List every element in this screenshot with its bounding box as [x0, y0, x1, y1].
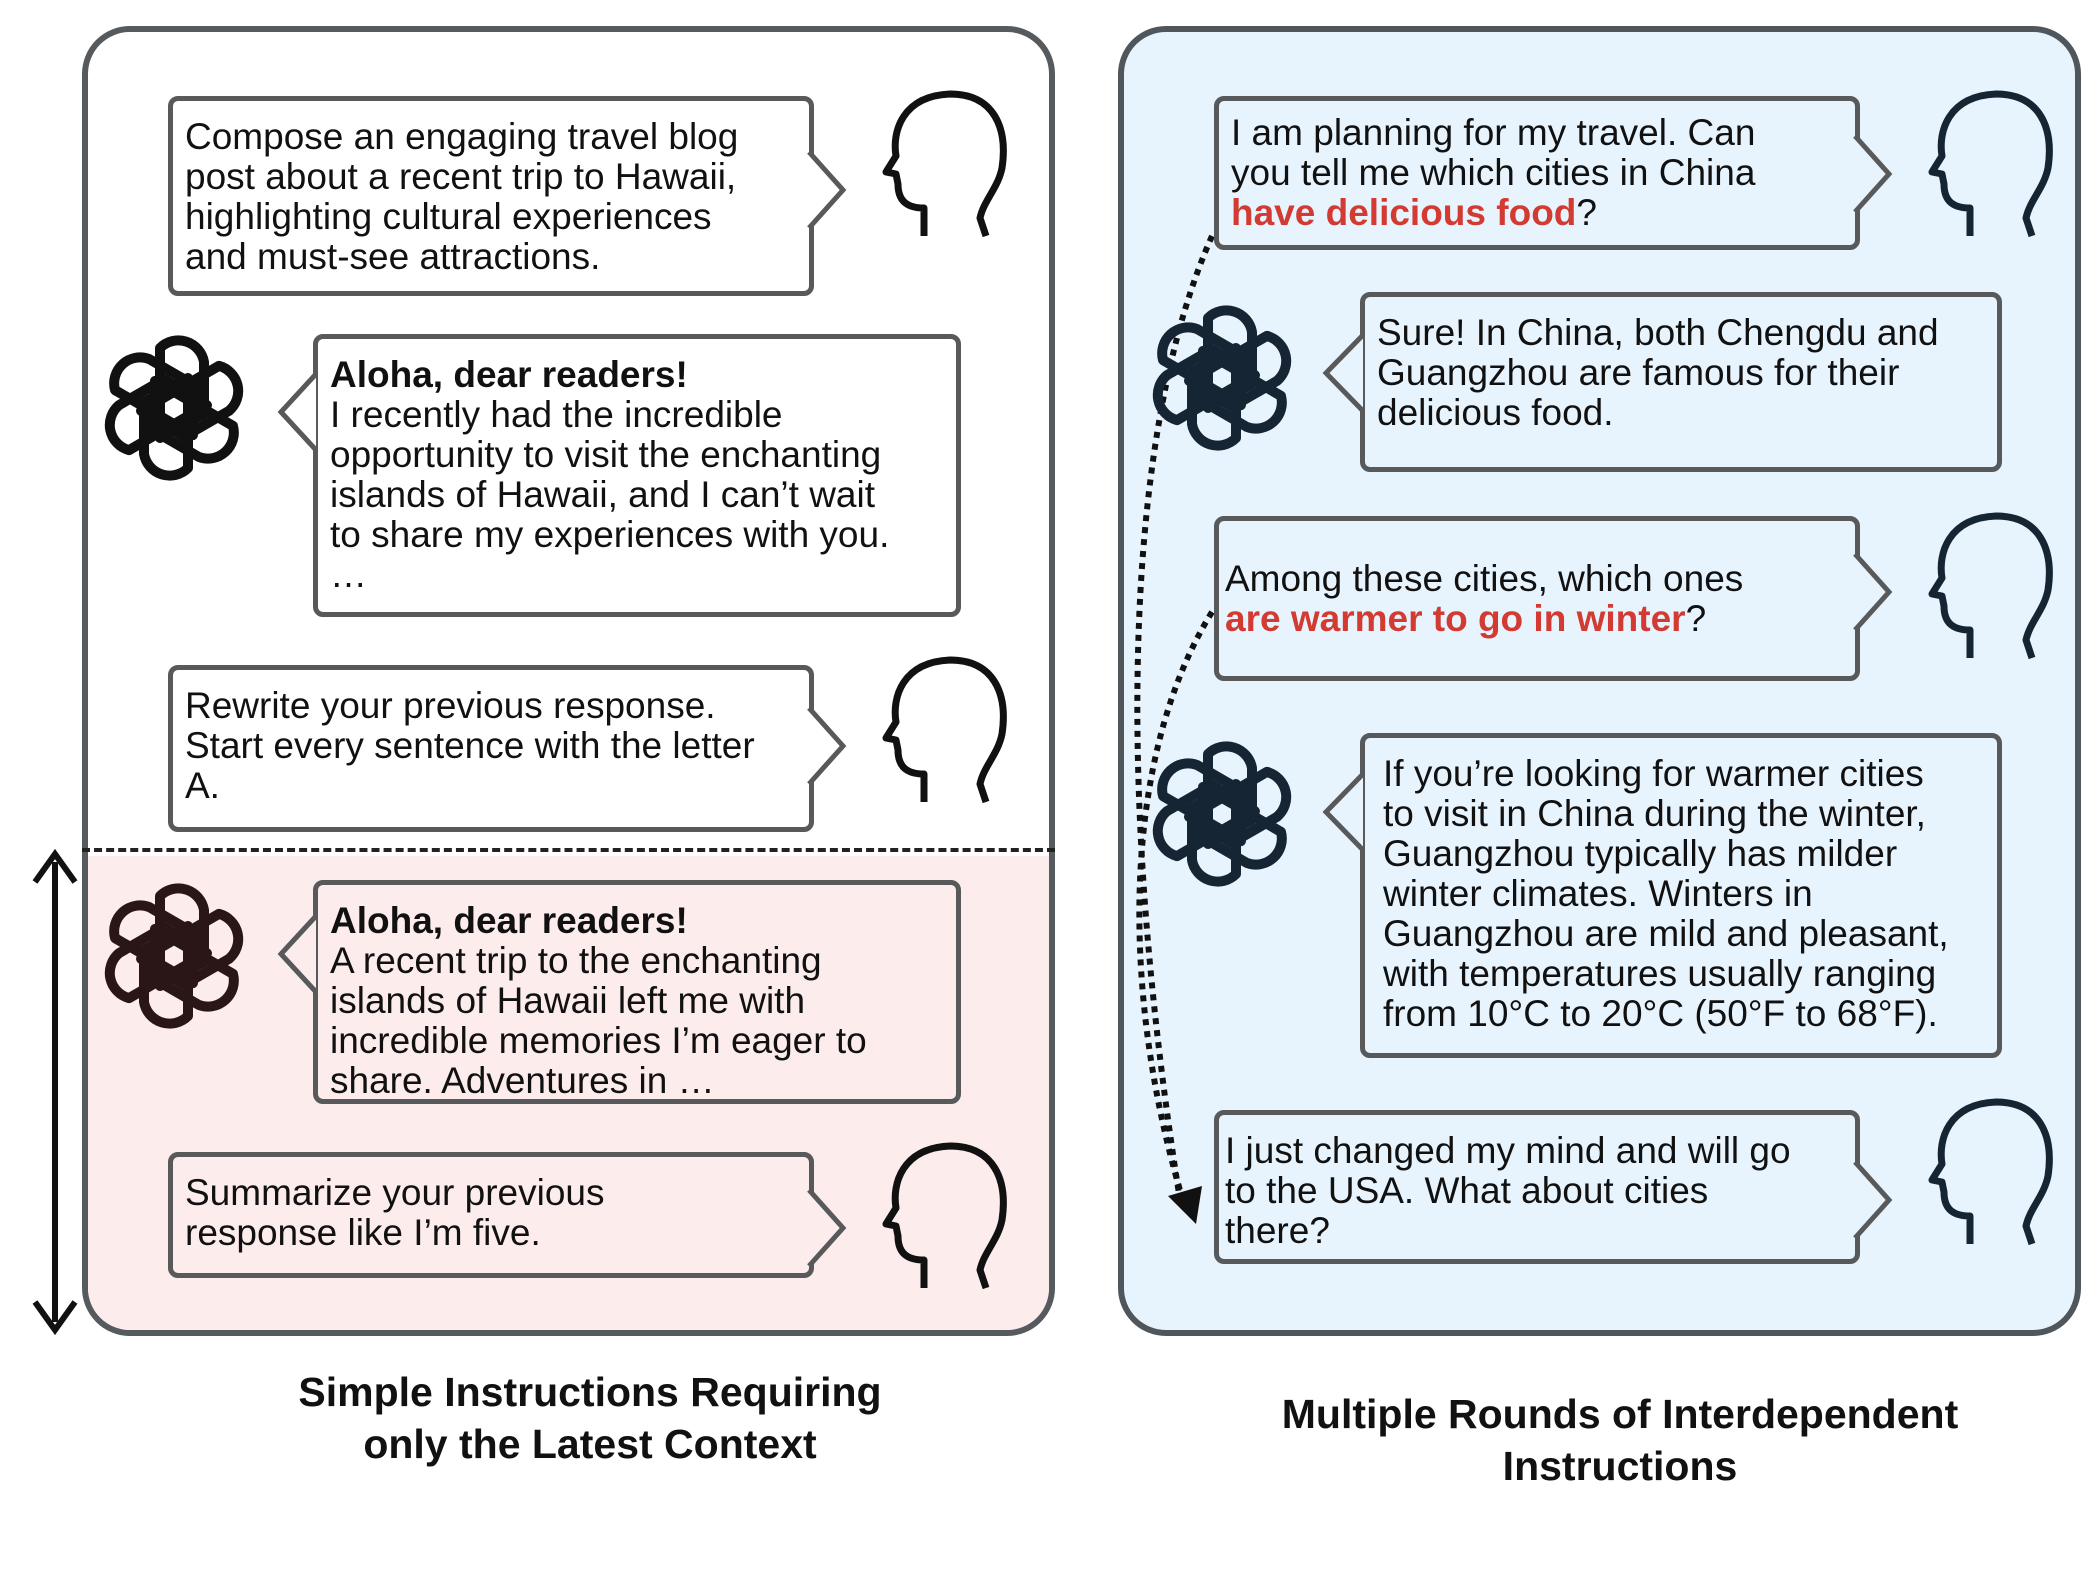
message-text: ? — [1685, 598, 1707, 639]
human-head-icon — [882, 90, 1007, 238]
highlighted-constraint: have delicious food — [1231, 192, 1577, 233]
bubble-tail — [1853, 134, 1893, 214]
message-text: ? — [1576, 192, 1597, 233]
user-message-r2: Among these cities, which ones are warme… — [1214, 516, 1860, 681]
message-text: Among these cities, which ones — [1225, 558, 1744, 599]
assistant-message-1: Aloha, dear readers!I recently had the i… — [313, 334, 961, 617]
user-message-3: Summarize your previous response like I’… — [168, 1152, 814, 1278]
context-divider — [82, 848, 1055, 852]
bubble-tail — [1322, 772, 1365, 852]
openai-logo-icon — [1152, 741, 1292, 887]
bubble-tail — [1853, 552, 1893, 632]
openai-logo-icon — [104, 883, 244, 1029]
user-message-r1: I am planning for my travel. Can you tel… — [1214, 96, 1860, 250]
left-panel — [82, 26, 1055, 1336]
human-head-icon — [1928, 512, 2053, 660]
user-message-r3: I just changed my mind and will go to th… — [1214, 1110, 1860, 1264]
left-caption: Simple Instructions Requiring only the L… — [298, 1369, 882, 1467]
human-head-icon — [882, 1142, 1007, 1290]
openai-logo-icon — [104, 335, 244, 481]
human-head-icon — [882, 656, 1007, 804]
highlighted-constraint: are warmer to go in winter — [1225, 598, 1686, 639]
assistant-body: A recent trip to the enchanting islands … — [330, 940, 867, 1101]
bubble-tail — [807, 150, 847, 230]
right-caption: Multiple Rounds of Interdependent Instru… — [1281, 1391, 1959, 1489]
human-head-icon — [1928, 1098, 2053, 1246]
assistant-body: I recently had the incredible opportunit… — [330, 394, 890, 595]
assistant-greeting: Aloha, dear readers! — [330, 900, 688, 941]
assistant-greeting: Aloha, dear readers! — [330, 354, 688, 395]
user-message-1: Compose an engaging travel blog post abo… — [168, 96, 814, 296]
right-panel — [1118, 26, 2081, 1336]
bubble-tail — [807, 706, 847, 786]
bubble-tail — [807, 1188, 847, 1268]
user-message-2: Rewrite your previous response. Start ev… — [168, 665, 814, 832]
assistant-message-r2: If you’re looking for warmer cities to v… — [1360, 733, 2002, 1058]
bubble-tail — [277, 914, 318, 994]
dotted-arrow-icon — [1134, 234, 1215, 1224]
latest-context-zone — [88, 856, 1049, 1330]
bubble-tail — [1322, 333, 1365, 413]
openai-logo-icon — [1152, 305, 1292, 451]
bubble-tail — [1853, 1160, 1893, 1240]
assistant-message-r1: Sure! In China, both Chengdu and Guangzh… — [1360, 292, 2002, 472]
double-arrow-icon — [32, 848, 78, 1336]
human-head-icon — [1928, 90, 2053, 238]
assistant-message-2: Aloha, dear readers!A recent trip to the… — [313, 880, 961, 1104]
message-text: I am planning for my travel. Can you tel… — [1231, 112, 1756, 193]
bubble-tail — [277, 372, 318, 452]
